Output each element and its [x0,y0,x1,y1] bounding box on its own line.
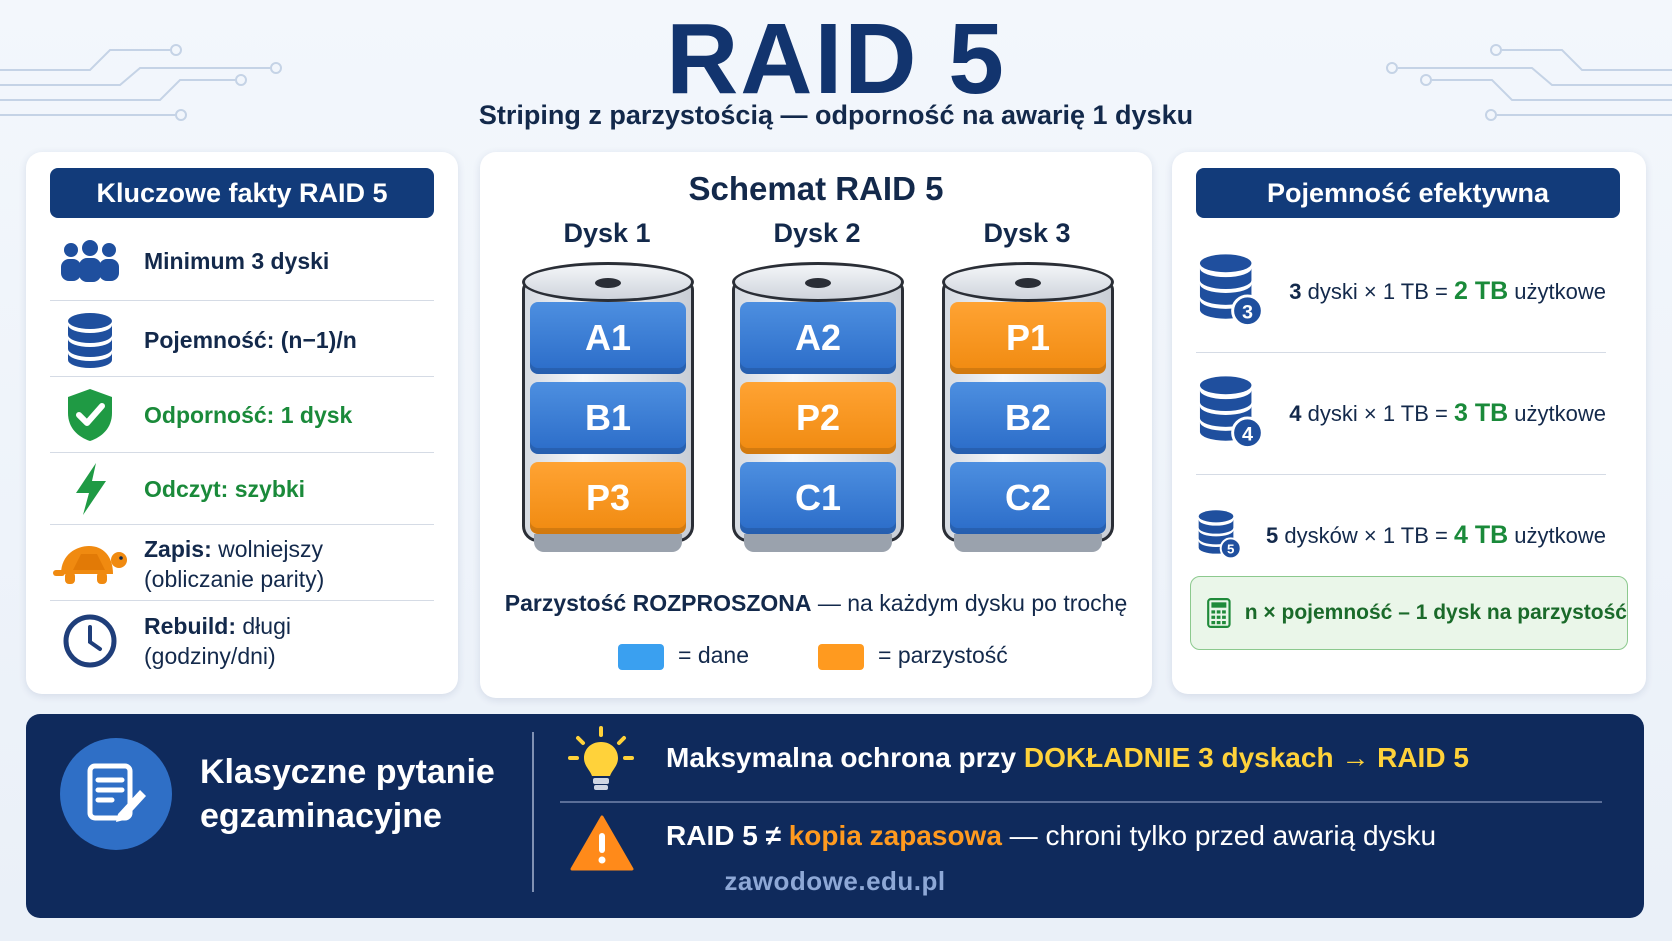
disk-base [534,534,682,552]
divider [532,732,534,892]
capacity-result: 2 TB [1453,276,1509,305]
database-4-icon: 4 [1199,376,1264,450]
block-data: A1 [530,302,686,374]
database-icon [50,312,130,368]
fact-read-speed: Odczyt: szybki [50,456,434,522]
divider [50,452,434,453]
fact-label: Odczyt: szybki [144,476,306,502]
exam-tip-backup: RAID 5 ≠ kopia zapasowa — chroni tylko p… [666,820,1437,851]
warning-icon [570,815,634,871]
block-parity: P2 [740,382,896,454]
exam-tip-raid-choice: Maksymalna ochrona przy DOKŁADNIE 3 dysk… [666,742,1469,773]
users-icon [50,239,130,283]
legend-label-data: = dane [678,642,749,668]
document-edit-icon [87,763,146,822]
capacity-text: 4 dyski × 1 TB = 3 TB użytkowe [1289,398,1606,427]
divider [1196,474,1606,475]
block-data: C1 [740,462,896,534]
database-3-icon: 3 [1199,254,1264,328]
disk-label: Dysk 2 [773,218,861,248]
disk-3: P1 B2 C2 [942,260,1114,552]
fact-label: Odporność: 1 dysk [144,402,353,428]
block-parity: P1 [950,302,1106,374]
capacity-row-4: 4 4 dyski × 1 TB = 3 TB użytkowe [1196,368,1606,458]
disk-label: Dysk 3 [983,218,1071,248]
svg-text:5: 5 [1227,542,1235,557]
page-subtitle: Striping z parzystością — odporność na a… [478,100,1194,130]
fact-detail: (obliczanie parity) [144,566,325,592]
legend-swatch-data [618,644,664,670]
legend-label-parity: = parzystość [878,642,1008,668]
fact-detail: (godziny/dni) [144,643,276,669]
block-parity: P3 [530,462,686,534]
disk-top [522,262,694,302]
divider [50,376,434,377]
block-data: A2 [740,302,896,374]
disk-base [954,534,1102,552]
capacity-result: 4 TB [1453,520,1509,549]
divider [50,300,434,301]
key-facts-heading: Kluczowe fakty RAID 5 [50,168,434,218]
key-facts-card: Kluczowe fakty RAID 5 Minimum 3 dyski [26,152,458,694]
fact-label: Pojemność: (n−1)/n [144,327,357,353]
disk-base [744,534,892,552]
clock-icon [50,613,130,669]
fact-label: Zapis: wolniejszy (obliczanie parity) [144,536,325,592]
database-5-icon: 5 [1198,510,1242,560]
fact-minimum-disks: Minimum 3 dyski [50,230,434,292]
fact-value: wolniejszy [211,536,323,562]
block-data: B1 [530,382,686,454]
svg-text:3: 3 [1242,302,1253,324]
footer-url[interactable]: zawodowe.edu.pl [724,866,946,896]
fact-capacity: Pojemność: (n−1)/n [50,304,434,376]
lightning-icon [50,461,130,517]
capacity-row-3: 3 3 dyski × 1 TB = 2 TB użytkowe [1196,246,1606,336]
schema-heading: Schemat RAID 5 [688,170,944,207]
formula-text: n × pojemność – 1 dysk na parzystość [1244,601,1627,624]
disk-1: A1 B1 P3 [522,260,694,552]
divider [560,801,1602,803]
fact-value: długi [236,613,291,639]
formula-box: n × pojemność – 1 dysk na parzystość [1190,576,1628,650]
raid-schema-card: Schemat RAID 5 Dysk 1 Dysk 2 Dysk 3 A1 B… [480,152,1152,698]
divider [1196,352,1606,353]
disk-2: A2 P2 C1 [732,260,904,552]
capacity-card: Pojemność efektywna 3 3 dyski × 1 TB = 2… [1172,152,1646,694]
divider [50,600,434,601]
legend-swatch-parity [818,644,864,670]
circuit-decoration-left [0,44,282,121]
disk-label: Dysk 1 [563,218,651,248]
disk-top [942,262,1114,302]
fact-write-speed: Zapis: wolniejszy (obliczanie parity) [50,528,434,600]
shield-check-icon [50,387,130,443]
capacity-result: 3 TB [1453,398,1509,427]
block-data: C2 [950,462,1106,534]
svg-text:4: 4 [1242,424,1253,446]
fact-rebuild: Rebuild: długi (godziny/dni) [50,604,434,678]
capacity-row-5: 5 5 dysków × 1 TB = 4 TB użytkowe [1196,490,1606,580]
divider [50,524,434,525]
capacity-text: 5 dysków × 1 TB = 4 TB użytkowe [1266,520,1606,549]
fact-label: Rebuild: długi (godziny/dni) [144,613,291,669]
page-title: RAID 5 [666,3,1006,115]
capacity-text: 3 dyski × 1 TB = 2 TB użytkowe [1289,276,1606,305]
capacity-heading: Pojemność efektywna [1196,168,1620,218]
calculator-icon [1207,598,1231,628]
lightbulb-icon [568,726,634,790]
exam-badge [60,738,172,850]
circuit-decoration-right [1386,44,1672,121]
fact-label: Minimum 3 dyski [144,248,330,274]
schema-note: Parzystość ROZPROSZONA — na każdym dysku… [504,590,1128,616]
fact-fault-tolerance: Odporność: 1 dysk [50,380,434,450]
disk-top [732,262,904,302]
turtle-icon [50,540,130,588]
block-data: B2 [950,382,1106,454]
